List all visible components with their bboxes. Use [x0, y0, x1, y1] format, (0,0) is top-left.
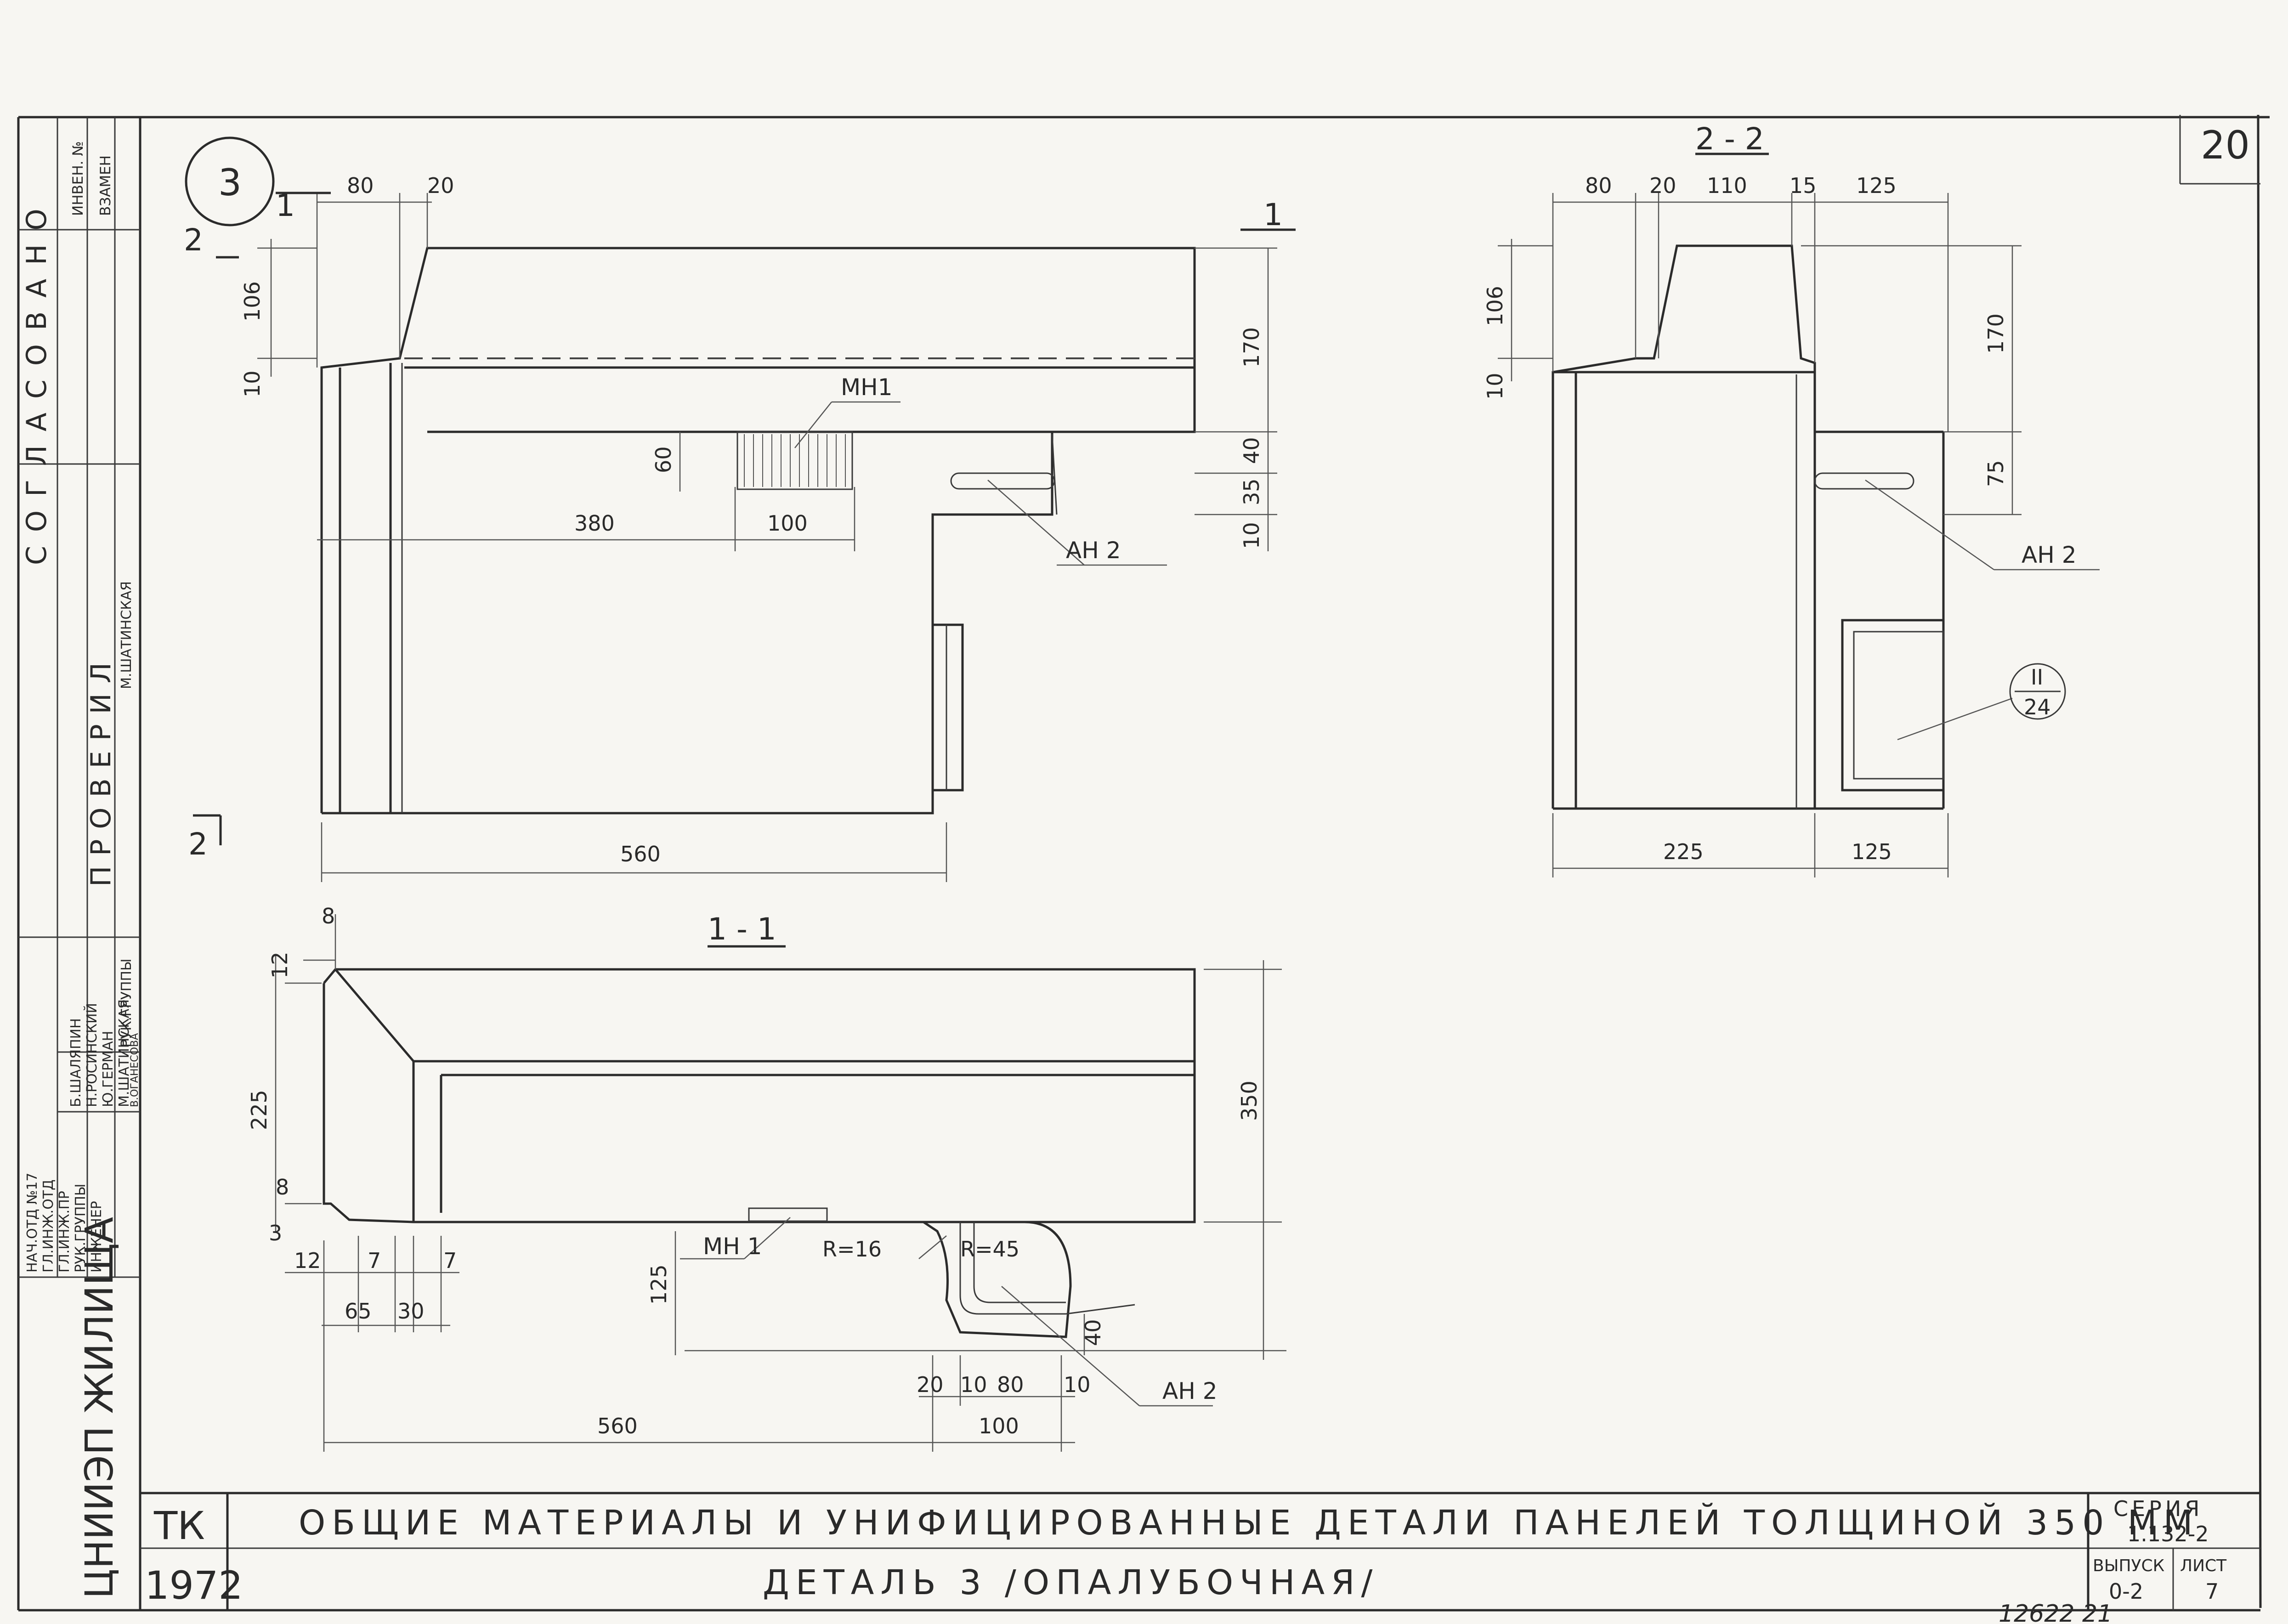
s11-dim-560: 560 — [597, 1414, 638, 1438]
plan-view — [193, 192, 1296, 882]
s11-dim-7: 7 — [368, 1248, 381, 1273]
issue-label: ВЫПУСК — [2093, 1556, 2164, 1575]
plan-dim-560: 560 — [620, 842, 661, 866]
plan-dim-40: 40 — [1239, 437, 1264, 464]
s11-dim-20: 20 — [917, 1372, 944, 1397]
bottom-note: 12622 21 — [1999, 1600, 2112, 1624]
section-2-2-title: 2 - 2 — [1695, 121, 1764, 157]
stamp-role-5: ИНЖЕНЕР — [89, 1201, 105, 1273]
section-2-2-ref-bottom: 24 — [2024, 695, 2051, 719]
s11-dim-65: 65 — [345, 1299, 372, 1324]
section-2-2-label-ah2: АН 2 — [2022, 542, 2077, 568]
s11-dim-125: 125 — [646, 1264, 671, 1305]
stamp-name-2: Н.РОСИНСКИЙ — [84, 1003, 100, 1107]
plan-cut-mark-2b: 2 — [188, 826, 208, 862]
stamp-checked: ПРОВЕРИЛ — [85, 652, 117, 887]
stamp-role-2: ГЛ.ИНЖ.ОТД — [40, 1179, 57, 1273]
plan-cut-mark-1a: 1 — [276, 188, 295, 223]
s11-dim-8b: 8 — [276, 1175, 289, 1200]
plan-label-mh1: МН1 — [841, 374, 893, 401]
s11-dim-80: 80 — [997, 1372, 1024, 1397]
stamp-name-5: В.ОГАНЕСОВА — [129, 1033, 141, 1107]
s11-dim-40: 40 — [1081, 1319, 1105, 1346]
stamp-agreed: СОГЛАСОВАНО — [21, 195, 53, 565]
section-1-1-label-r45: R=45 — [960, 1237, 1019, 1262]
plan-dim-100: 100 — [767, 511, 808, 536]
plan-label-ah2: АН 2 — [1066, 537, 1121, 564]
section-1-1-label-r16: R=16 — [822, 1237, 882, 1262]
sheet-number: 20 — [2201, 123, 2250, 168]
s11-dim-225: 225 — [247, 1090, 272, 1130]
issue-value: 0-2 — [2109, 1579, 2143, 1604]
s22-dim-110: 110 — [1707, 173, 1747, 198]
s11-dim-8: 8 — [322, 904, 335, 928]
sheet-value: 7 — [2205, 1579, 2219, 1604]
s22-dim-20: 20 — [1649, 173, 1676, 198]
stamp-name-4: М.ШАТИНСКАЯ — [116, 999, 132, 1107]
plan-dim-10b: 10 — [1239, 522, 1264, 549]
s22-dim-15: 15 — [1790, 173, 1817, 198]
s22-dim-10: 10 — [1483, 373, 1507, 400]
plan-dim-380: 380 — [574, 511, 615, 536]
plan-dim-60: 60 — [651, 446, 676, 473]
stamp-role-3: ГЛ.ИНЖ.ПР — [57, 1191, 73, 1273]
detail-mark: 3 — [218, 161, 242, 204]
stamp-name-1: Б.ШАЛЯПИН — [68, 1018, 84, 1107]
s22-dim-106: 106 — [1483, 286, 1507, 326]
s11-dim-3: 3 — [269, 1221, 282, 1245]
title-main: ОБЩИЕ МАТЕРИАЛЫ И УНИФИЦИРОВАННЫЕ ДЕТАЛИ… — [299, 1502, 2199, 1543]
s22-dim-80: 80 — [1585, 173, 1612, 198]
plan-dim-106: 106 — [240, 281, 265, 322]
title-sub: ДЕТАЛЬ 3 /ОПАЛУБОЧНАЯ/ — [763, 1563, 1379, 1602]
stamp-role-4: РУК.ГРУППЫ — [73, 1184, 89, 1273]
stamp-checker-name: М.ШАТИНСКАЯ — [119, 581, 135, 689]
sheet-frame — [17, 114, 2270, 1612]
section-2-2-ref-top: II — [2031, 665, 2043, 690]
section-1-1-title: 1 - 1 — [708, 911, 776, 947]
s11-dim-10b: 10 — [1064, 1372, 1091, 1397]
s11-dim-10: 10 — [960, 1372, 987, 1397]
title-code: ТК — [153, 1503, 205, 1548]
s22-dim-125: 125 — [1856, 173, 1897, 198]
s22-dim-170: 170 — [1983, 313, 2008, 354]
detail-mark-circle — [185, 136, 275, 226]
plan-cut-mark-1b: 1 — [1263, 197, 1283, 232]
stamp-inventory: ИНВЕН. № — [70, 141, 86, 216]
side-stamp — [18, 117, 140, 1278]
s11-dim-30: 30 — [397, 1299, 425, 1324]
series-label: СЕРИЯ — [2113, 1496, 2203, 1521]
stamp-role-1: НАЧ.ОТД №17 — [24, 1173, 40, 1273]
s11-dim-12: 12 — [267, 951, 292, 979]
stamp-replace: ВЗАМЕН — [97, 155, 114, 216]
section-1-1-label-ah2: АН 2 — [1162, 1378, 1218, 1404]
s11-dim-350: 350 — [1237, 1081, 1262, 1121]
stamp-checker-role: РУК.ГРУППЫ — [119, 959, 135, 1047]
section-2-2 — [1498, 153, 2100, 877]
sheet-label: ЛИСТ — [2180, 1556, 2227, 1575]
plan-cut-mark-2a: 2 — [184, 222, 203, 258]
s22-dim-225: 225 — [1663, 839, 1704, 864]
title-block — [140, 1492, 2260, 1610]
title-year: 1972 — [145, 1563, 243, 1608]
series-value: 1.132-2 — [2127, 1522, 2209, 1546]
s11-dim-12b: 12 — [294, 1248, 321, 1273]
stamp-name-3: Ю.ГЕРМАН — [100, 1031, 116, 1107]
plan-dim-35: 35 — [1239, 478, 1264, 505]
stamp-organization: ЦНИИЭП ЖИЛИЩА — [77, 1217, 122, 1599]
plan-dim-20: 20 — [427, 173, 454, 198]
plan-dim-10: 10 — [240, 370, 265, 397]
section-1-1-label-mh1: МН 1 — [703, 1233, 762, 1260]
plan-dim-170: 170 — [1239, 327, 1264, 368]
s22-dim-75: 75 — [1983, 460, 2008, 487]
s11-dim-7b: 7 — [443, 1248, 457, 1273]
section-1-1 — [275, 914, 1286, 1452]
plan-dim-80: 80 — [347, 173, 374, 198]
s22-dim-125b: 125 — [1852, 839, 1892, 864]
s11-dim-100: 100 — [979, 1414, 1019, 1438]
